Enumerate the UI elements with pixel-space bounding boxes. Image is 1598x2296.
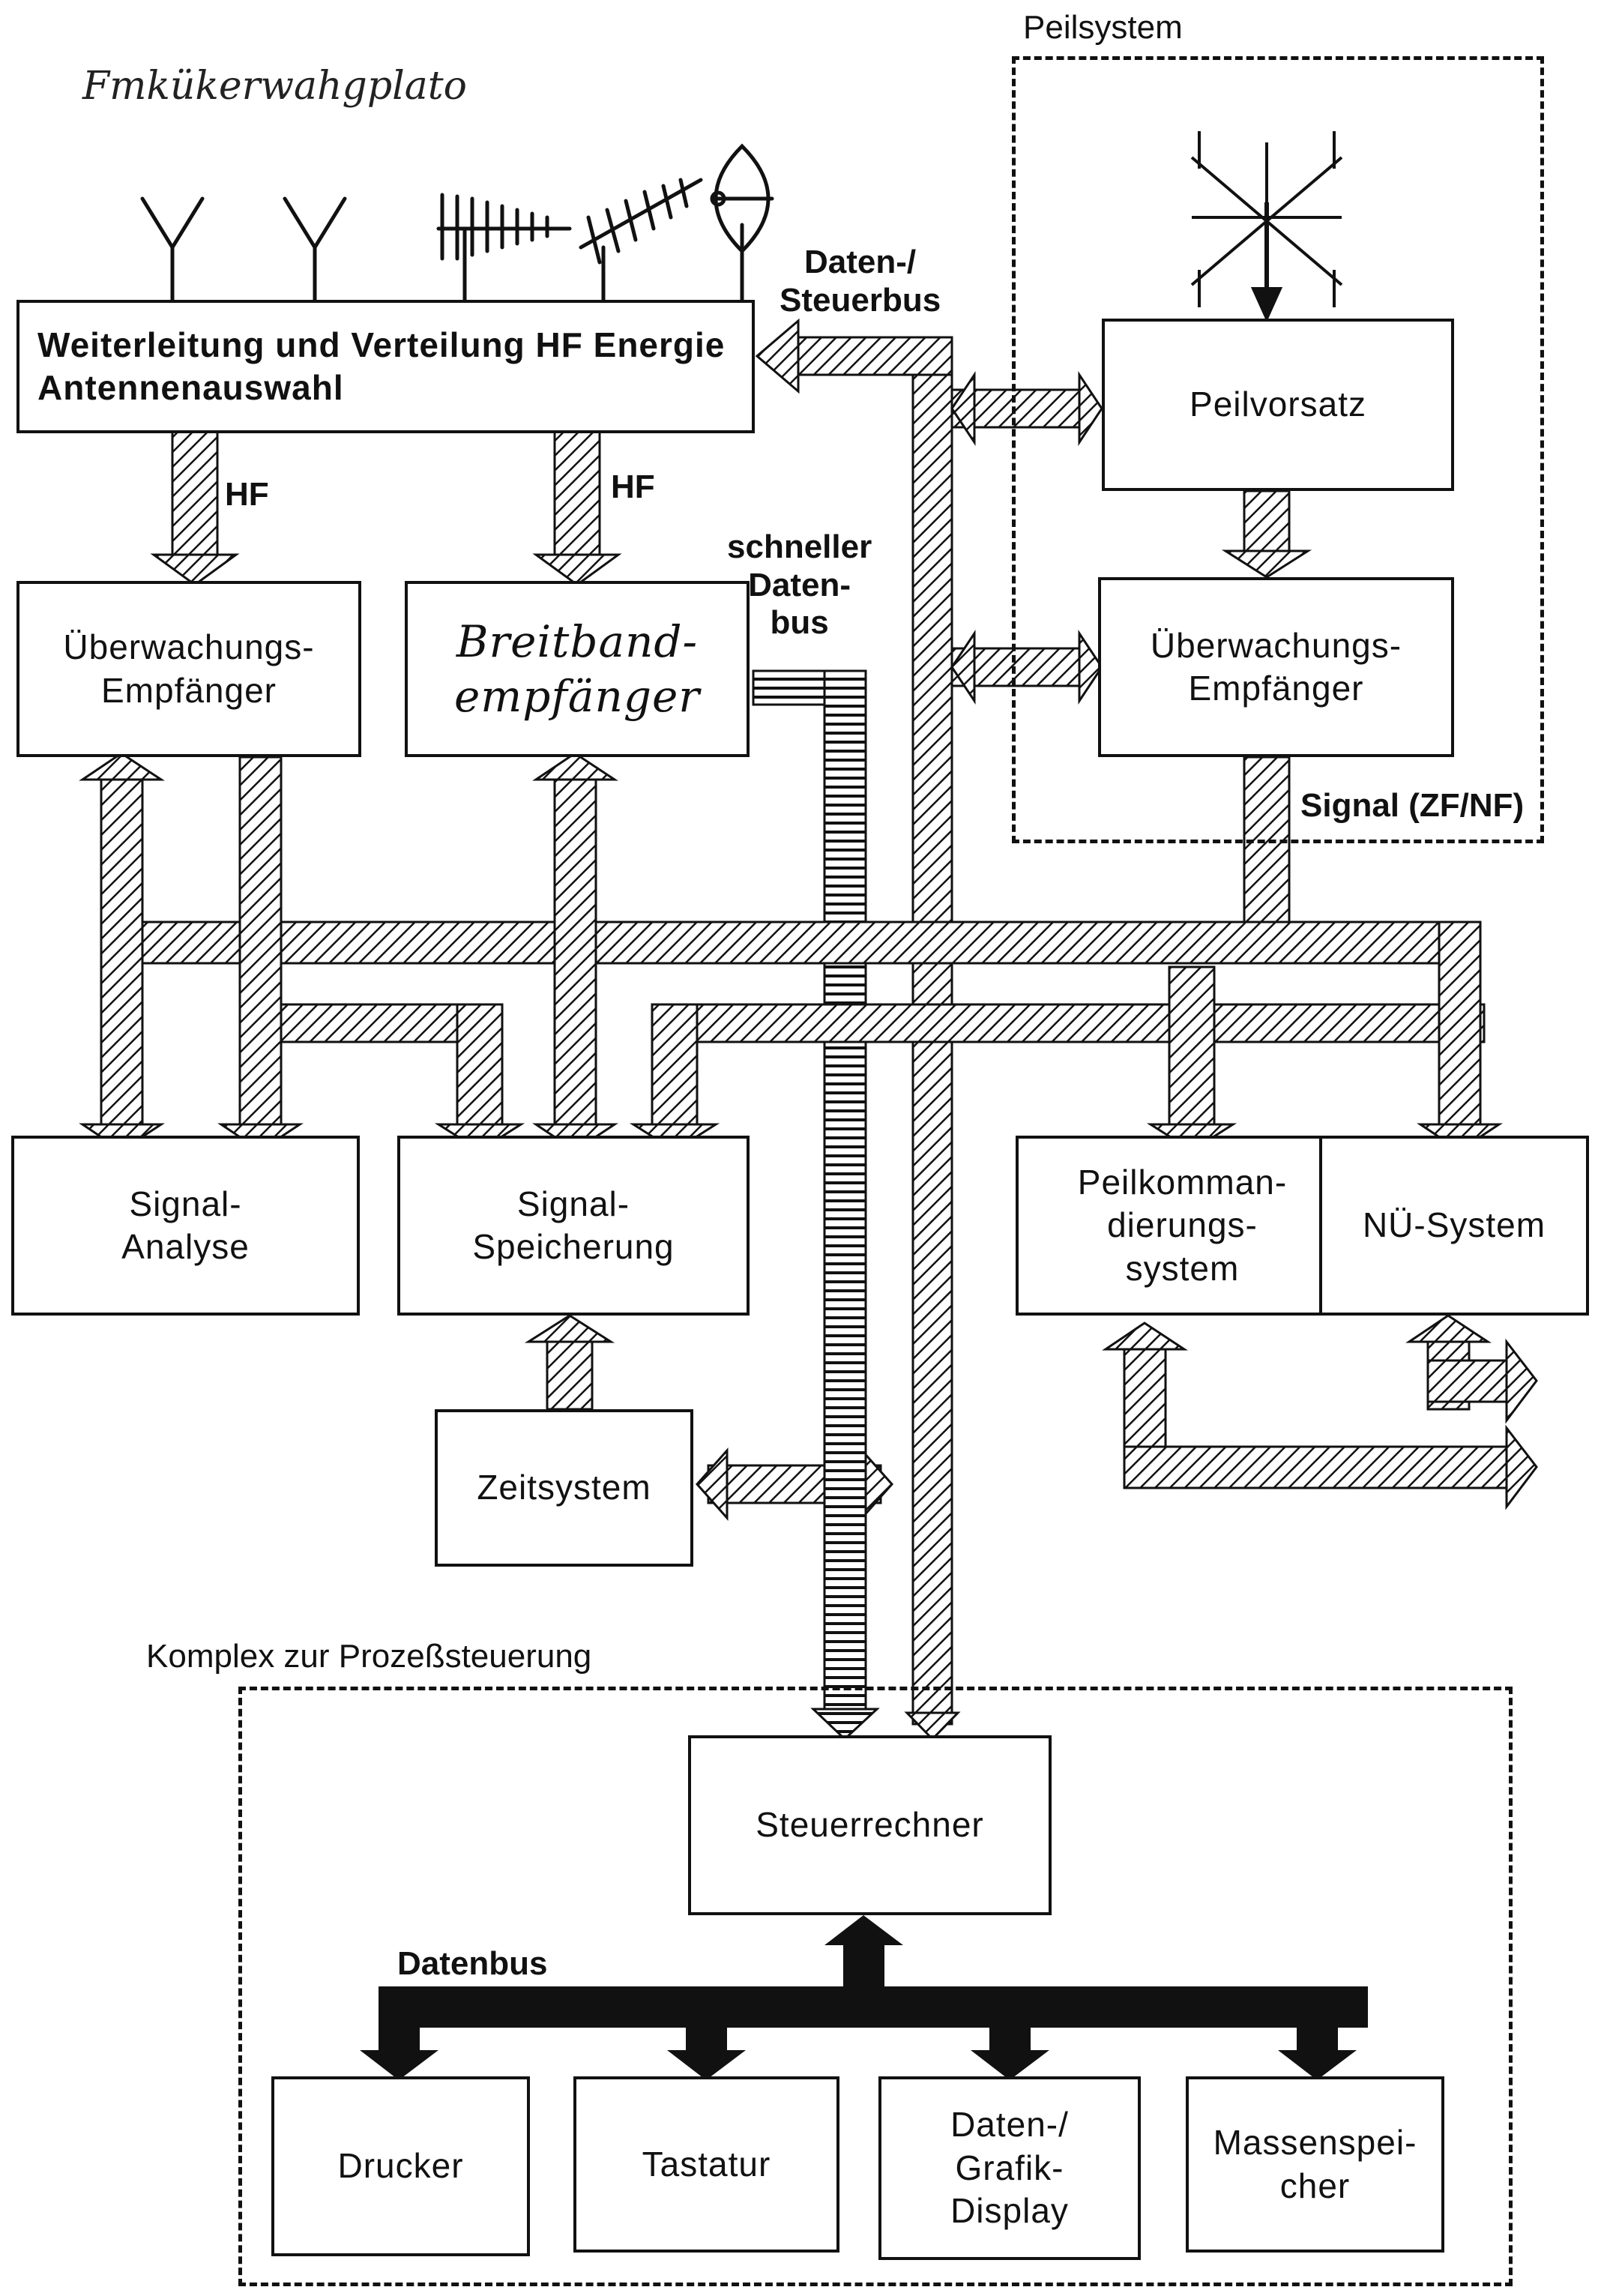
monitoring-receiver-left-box: Überwachungs- Empfänger <box>16 581 361 757</box>
mass-storage-box: Massenspei- cher <box>1186 2076 1444 2253</box>
daten-steuerbus-label: Daten-/ Steuerbus <box>780 244 941 319</box>
yagi-antenna-icon <box>436 193 572 302</box>
hf-label-right: HF <box>611 468 655 505</box>
df-preamp-box: Peilvorsatz <box>1102 319 1454 491</box>
datenbus-label: Datenbus <box>397 1945 548 1982</box>
prozess-frame <box>238 1687 1513 2286</box>
signal-zf-nf-label: Signal (ZF/NF) <box>1300 787 1525 824</box>
printer-box: Drucker <box>271 2076 530 2256</box>
direction-finding-antenna-icon <box>1190 131 1343 322</box>
hf-label-left: HF <box>225 476 269 513</box>
handwritten-note: Fmkükerwahgplato <box>82 64 467 109</box>
keyboard-box: Tastatur <box>573 2076 839 2253</box>
dish-antenna-icon <box>710 143 774 302</box>
signal-storage-box: Signal- Speicherung <box>397 1136 750 1316</box>
fast-data-bus <box>752 669 880 1741</box>
log-periodic-antenna-icon <box>579 178 703 302</box>
peilsystem-label: Peilsystem <box>1023 9 1183 46</box>
hf-distribution-box: Weiterleitung und Verteilung HF Energie … <box>16 300 755 433</box>
wideband-receiver-box: Breitband- empfänger <box>405 581 750 757</box>
datenbus-black <box>360 1915 1368 2080</box>
monitoring-receiver-right-box: Überwachungs- Empfänger <box>1098 577 1454 757</box>
signal-analysis-box: Signal- Analyse <box>11 1136 360 1316</box>
df-command-system-box: Peilkomman- dierungs- system <box>1016 1136 1349 1316</box>
time-system-box: Zeitsystem <box>435 1409 693 1567</box>
nue-system-box: NÜ-System <box>1319 1136 1589 1316</box>
prozess-label: Komplex zur Prozeßsteuerung <box>146 1638 592 1675</box>
data-graphics-display-box: Daten-/ Grafik- Display <box>878 2076 1141 2260</box>
control-computer-box: Steuerrechner <box>688 1735 1052 1915</box>
antennas <box>140 143 774 302</box>
whip-antenna-icon <box>140 196 205 302</box>
peilsystem-frame <box>1012 56 1544 843</box>
schneller-datenbus-label: schneller Daten- bus <box>727 528 872 642</box>
whip-antenna-icon <box>283 196 347 302</box>
signal-bus <box>79 430 1538 1510</box>
